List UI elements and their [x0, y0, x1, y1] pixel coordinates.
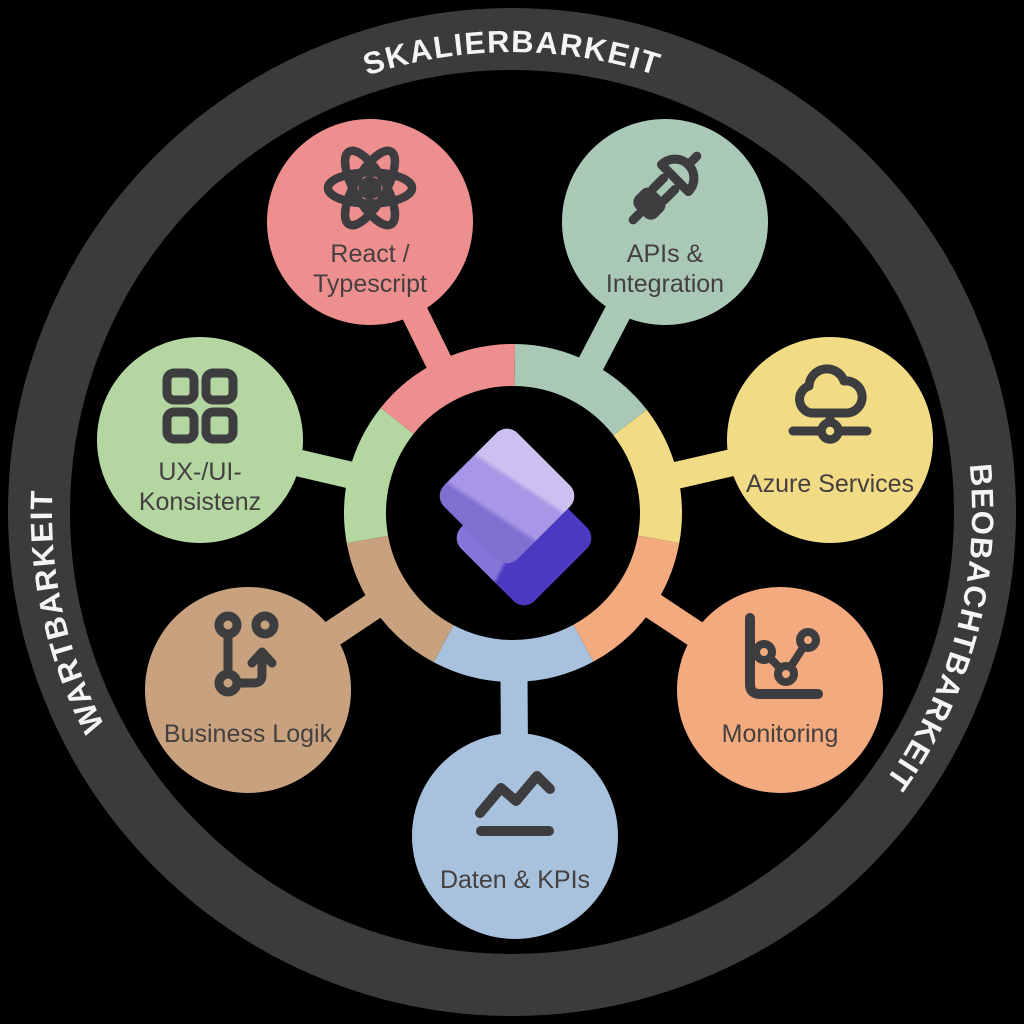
- ring-segment-business-logik: [346, 535, 454, 663]
- node-label-line: APIs &: [627, 240, 704, 268]
- react-atom-icon: [323, 146, 417, 230]
- node-label-line: Daten & KPIs: [440, 866, 590, 894]
- node-label-ux-ui-konsistenz: UX-/UI-Konsistenz: [139, 458, 261, 516]
- cloud-network-icon: [788, 364, 872, 444]
- plug-icon: [628, 151, 702, 225]
- ring-segment-ux-ui-konsistenz: [344, 407, 414, 544]
- ring-segment-azure-services: [613, 409, 682, 544]
- wheel: UX-/UI-Konsistenz React /Typescript APIs &…: [97, 119, 933, 939]
- node-circle-apis-integration: [562, 119, 768, 325]
- node-label-line: UX-/UI-: [158, 458, 241, 486]
- node-circle-react-typescript: [267, 119, 473, 325]
- node-circle-ux-ui-konsistenz: [97, 337, 303, 543]
- node-label-line: Typescript: [313, 270, 427, 298]
- workflow-icon: [214, 611, 279, 697]
- node-label-line: Monitoring: [722, 720, 839, 748]
- node-label-line: React /: [330, 240, 409, 268]
- ring-segment-apis-integration: [513, 344, 647, 436]
- node-circle-business-logik: [145, 587, 351, 793]
- node-label-daten-kpis: Daten & KPIs: [440, 866, 590, 894]
- ring-segment-monitoring: [572, 535, 680, 662]
- line-chart-icon: [475, 771, 555, 836]
- node-label-line: Business Logik: [164, 720, 333, 748]
- grid-icon: [162, 368, 238, 444]
- node-label-apis-integration: APIs &Integration: [606, 240, 724, 298]
- node-label-line: Integration: [606, 270, 724, 298]
- monitoring-chart-icon: [745, 613, 823, 699]
- node-label-line: Konsistenz: [139, 488, 261, 516]
- node-label-react-typescript: React /Typescript: [313, 240, 427, 298]
- ring-segment-daten-kpis: [433, 624, 594, 682]
- node-label-line: Azure Services: [746, 470, 914, 498]
- node-label-business-logik: Business Logik: [164, 720, 333, 748]
- node-label-azure-services: Azure Services: [746, 470, 914, 498]
- logo-front-diamond: [439, 428, 575, 564]
- center-logo: [439, 428, 592, 606]
- node-label-monitoring: Monitoring: [722, 720, 839, 748]
- outer-ring: [8, 8, 1016, 1016]
- ring-segment-react-typescript: [380, 343, 516, 435]
